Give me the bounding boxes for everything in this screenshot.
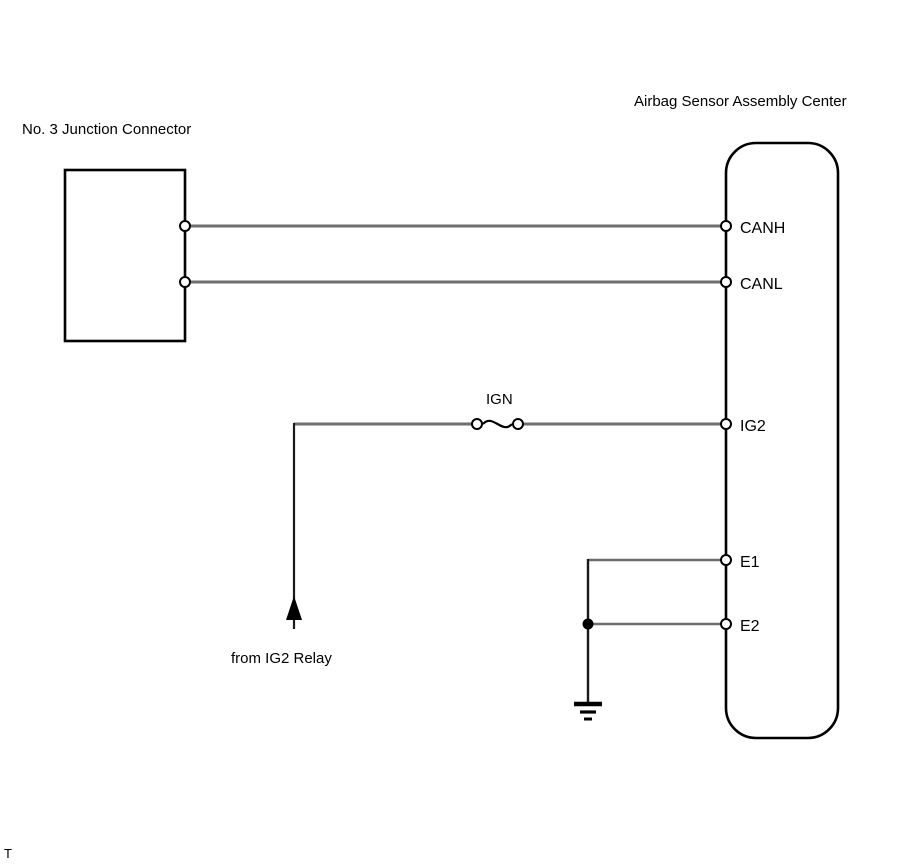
pin-label-ig2: IG2 <box>740 418 766 435</box>
terminal-group <box>179 220 732 630</box>
pin-label-e1: E1 <box>740 554 760 571</box>
fuse-squiggle-icon <box>482 419 513 429</box>
fuse-left-terminal-icon <box>471 418 483 430</box>
earth-ground-icon <box>574 701 602 721</box>
pin-label-canh: CANH <box>740 220 785 237</box>
pin-terminal-canl-icon[interactable] <box>720 276 732 288</box>
pin-label-canl: CANL <box>740 276 783 293</box>
pin-terminal-e2-icon[interactable] <box>720 618 732 630</box>
ecu-box[interactable] <box>724 141 840 740</box>
pin-terminal-canh-icon[interactable] <box>720 220 732 232</box>
pin-terminal-ig2-icon[interactable] <box>720 418 732 430</box>
ign-fuse-symbol[interactable] <box>471 418 524 430</box>
pin-terminal-e1-icon[interactable] <box>720 554 732 566</box>
ign-fuse-label: IGN <box>486 391 513 408</box>
source-arrow-icon <box>286 596 302 620</box>
ecu-title-label: Airbag Sensor Assembly Center <box>634 93 847 110</box>
ground-junction-dot-icon <box>582 618 594 630</box>
fuse-right-terminal-icon <box>512 418 524 430</box>
junction-terminal-canh-icon[interactable] <box>179 220 191 232</box>
corner-mark-label: T <box>4 846 12 861</box>
pin-label-e2: E2 <box>740 618 760 635</box>
source-label: from IG2 Relay <box>231 650 332 667</box>
junction-terminal-canl-icon[interactable] <box>179 276 191 288</box>
junction-connector-box[interactable] <box>63 168 187 343</box>
junction-connector-label: No. 3 Junction Connector <box>22 121 191 138</box>
wire-group <box>185 224 726 703</box>
